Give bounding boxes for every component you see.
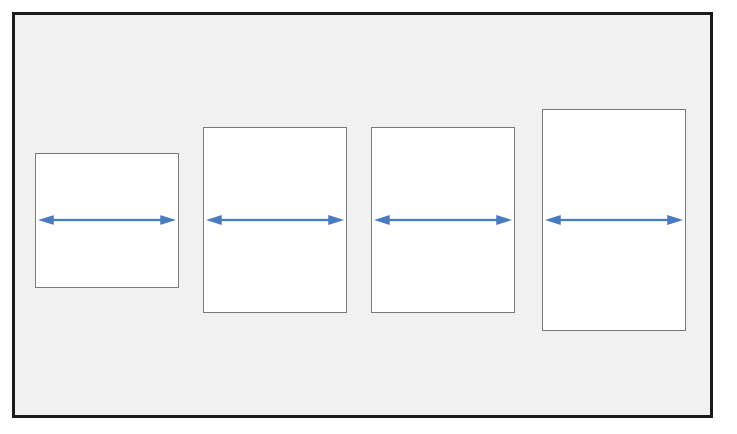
double-headed-horizontal-arrow-icon [373, 215, 513, 225]
box-3 [371, 127, 515, 313]
double-headed-horizontal-arrow-icon [544, 215, 684, 225]
box-4 [542, 109, 686, 331]
double-headed-horizontal-arrow-icon [205, 215, 345, 225]
diagram-canvas [12, 12, 713, 418]
box-1 [35, 153, 179, 288]
double-headed-horizontal-arrow-icon [37, 215, 177, 225]
box-2 [203, 127, 347, 313]
